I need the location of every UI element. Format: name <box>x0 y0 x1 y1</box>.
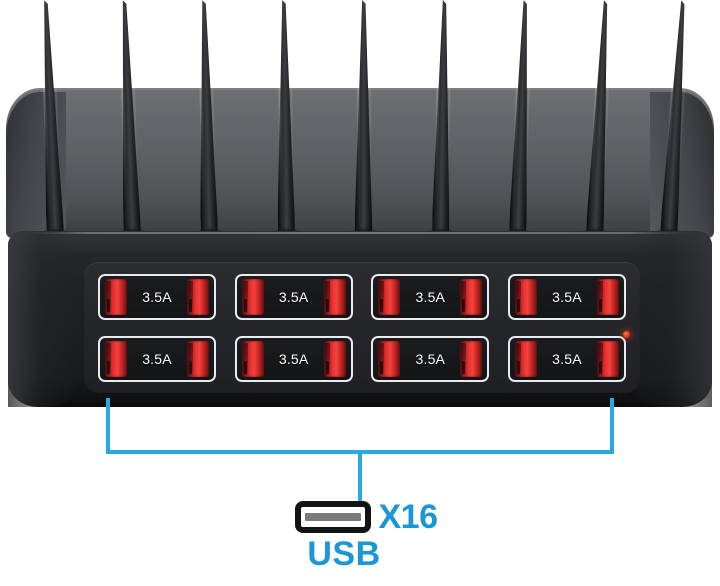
usb-slot[interactable] <box>596 341 619 377</box>
usb-slot[interactable] <box>323 279 346 315</box>
divider-fin <box>350 0 378 241</box>
usb-icon-inner-bar <box>304 513 361 521</box>
usb-slot[interactable] <box>105 279 127 315</box>
usb-port-rows: 3.5A 3.5A 3.5A 3.5A <box>84 262 640 394</box>
usb-slot[interactable] <box>596 279 619 315</box>
amp-rating-label: 3.5A <box>142 351 172 367</box>
usb-slot[interactable] <box>105 341 127 377</box>
usb-port-row-top: 3.5A 3.5A 3.5A 3.5A <box>98 274 626 320</box>
amp-rating-label: 3.5A <box>415 351 446 367</box>
usb-port-row-bottom: 3.5A 3.5A 3.5A 3.5A <box>98 336 626 382</box>
usb-connector-icon <box>294 501 371 533</box>
amp-rating-label: 3.5A <box>278 351 309 367</box>
callout-label-block: X16 USB <box>294 500 438 573</box>
usb-port-group[interactable]: 3.5A <box>98 336 216 382</box>
usb-type-label: USB <box>307 535 381 573</box>
usb-slot[interactable] <box>378 279 401 315</box>
amp-rating-label: 3.5A <box>278 289 309 305</box>
callout-label-row: X16 <box>294 498 439 536</box>
callout-bracket-span <box>106 450 614 454</box>
usb-slot[interactable] <box>460 341 483 377</box>
amp-rating-label: 3.5A <box>415 289 446 305</box>
amp-rating-label: 3.5A <box>142 289 172 305</box>
divider-fin <box>272 0 302 242</box>
usb-slot[interactable] <box>323 341 346 377</box>
power-led-indicator <box>623 331 630 338</box>
amp-rating-label: 3.5A <box>552 351 582 367</box>
callout-leader-line <box>358 450 362 502</box>
usb-port-group[interactable]: 3.5A <box>507 336 626 382</box>
usb-port-group[interactable]: 3.5A <box>234 274 353 320</box>
usb-slot[interactable] <box>514 279 537 315</box>
usb-port-group[interactable]: 3.5A <box>234 336 353 382</box>
usb-slot[interactable] <box>241 341 264 377</box>
usb-slot[interactable] <box>460 279 483 315</box>
usb-slot[interactable] <box>378 341 401 377</box>
usb-port-group[interactable]: 3.5A <box>371 336 490 382</box>
deck-right-bevel <box>650 92 714 238</box>
usb-port-group[interactable]: 3.5A <box>507 274 626 320</box>
charging-station-device: 3.5A 3.5A 3.5A 3.5A <box>6 0 714 407</box>
usb-count-label: X16 <box>378 498 439 536</box>
usb-slot[interactable] <box>514 341 537 377</box>
usb-port-group[interactable]: 3.5A <box>371 274 490 320</box>
usb-slot[interactable] <box>241 279 264 315</box>
usb-port-group[interactable]: 3.5A <box>98 274 216 320</box>
usb-slot[interactable] <box>186 341 209 377</box>
amp-rating-label: 3.5A <box>552 289 582 305</box>
usb-slot[interactable] <box>186 279 209 315</box>
